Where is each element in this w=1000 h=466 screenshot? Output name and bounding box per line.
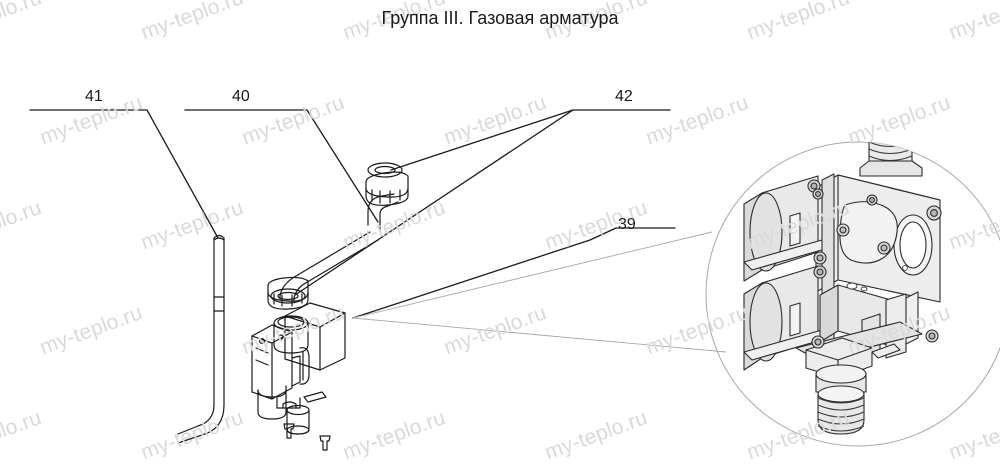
callout-number-39: 39	[618, 216, 636, 233]
leader-line-41	[29, 109, 219, 239]
valve-screw-left	[283, 423, 295, 439]
detail-view-circle	[705, 141, 1000, 447]
detail-view-content	[743, 142, 942, 435]
callout-number-42: 42	[615, 88, 633, 105]
part-41-capillary-tube	[177, 234, 225, 444]
part-42-o-ring-lower	[270, 288, 306, 304]
leader-line-40	[184, 109, 379, 223]
detail-view-fan-lines	[352, 231, 727, 353]
leader-line-39	[352, 227, 676, 319]
part-42-o-ring-upper	[367, 162, 403, 178]
callout-number-41: 41	[85, 88, 103, 105]
callout-number-40: 40	[232, 88, 250, 105]
valve-screw-right	[319, 435, 331, 451]
leader-line-42	[294, 109, 671, 296]
part-39-gas-valve-assembly	[251, 302, 346, 451]
page-title: Группа III. Газовая арматура	[381, 8, 619, 28]
